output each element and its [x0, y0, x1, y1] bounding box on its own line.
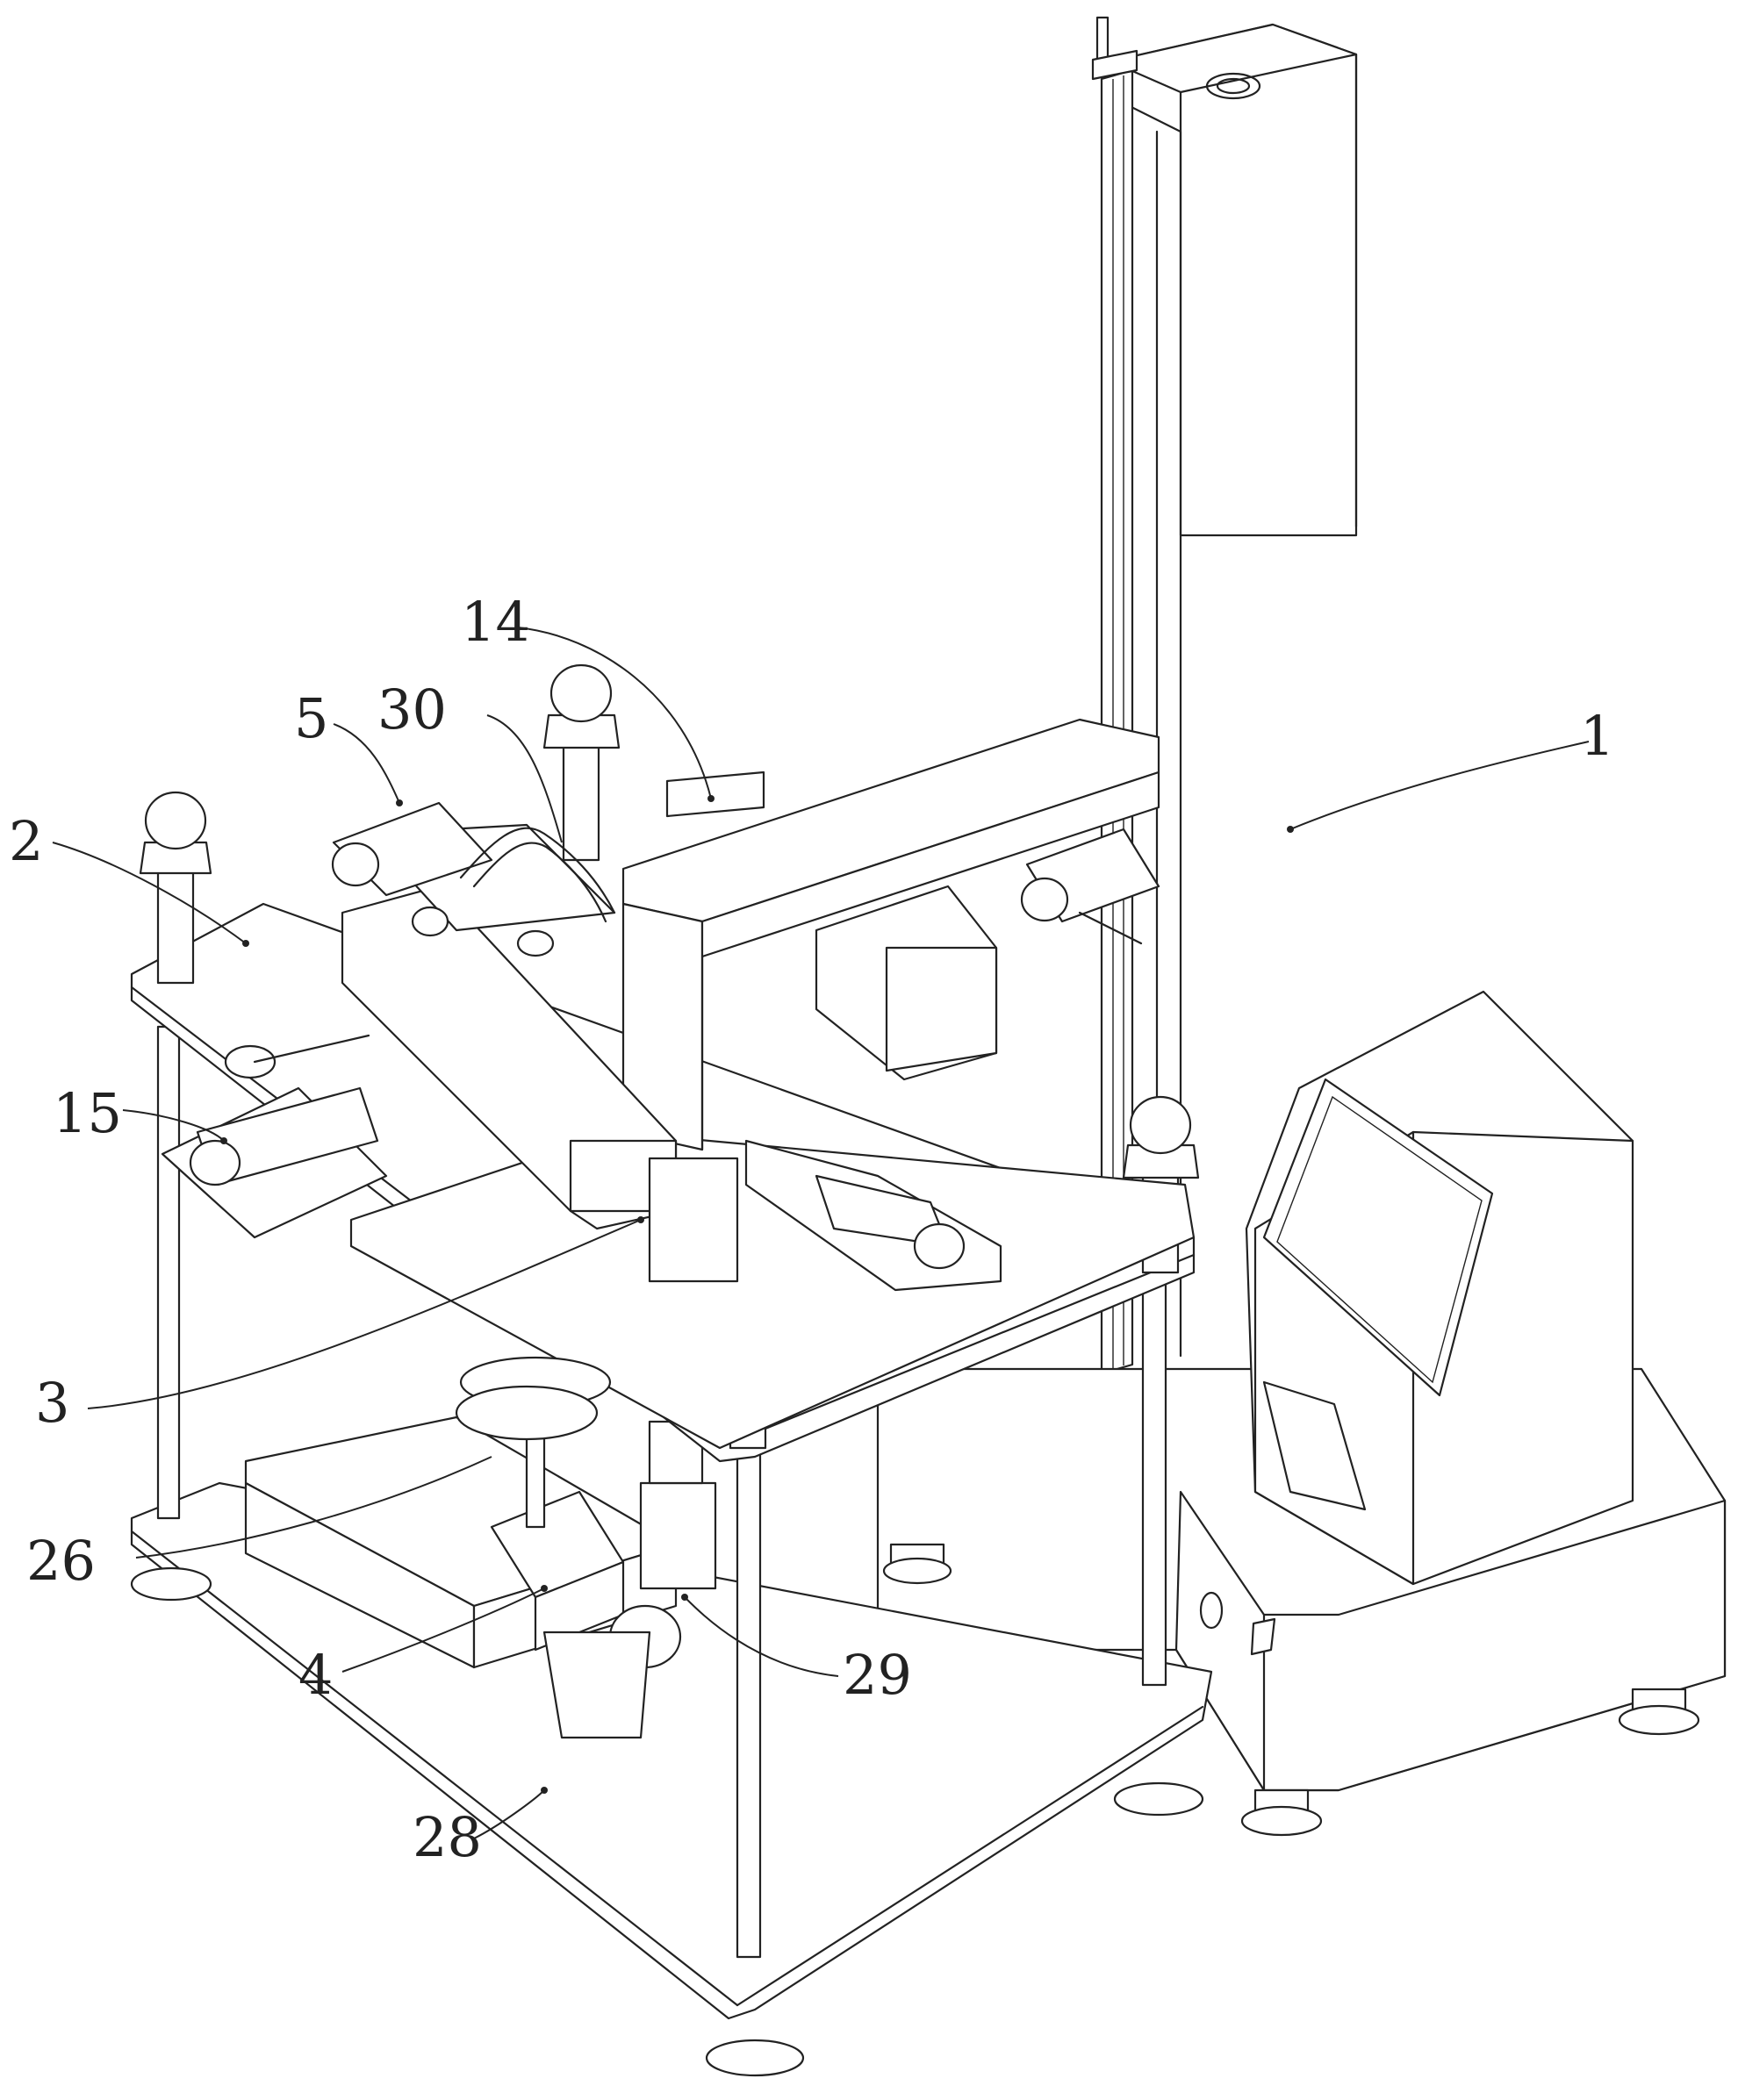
top-screw: [139, 791, 212, 985]
hose-fitting: [459, 827, 616, 957]
callout-28: 28: [413, 1805, 482, 1869]
top-screw: [542, 663, 621, 862]
corner-post: [156, 1025, 181, 1520]
horizontal-arm: [621, 718, 1160, 1151]
callout-15: 15: [53, 1081, 122, 1145]
corner-post: [1141, 1227, 1167, 1687]
base-foot: [705, 2039, 805, 2077]
cabinet-foot: [882, 1543, 952, 1585]
callout-3: 3: [35, 1371, 69, 1435]
left-motor-cylinder: [161, 1034, 388, 1239]
callout-14: 14: [461, 590, 530, 654]
right-motor-cylinder: [744, 1139, 1002, 1292]
rear-right-motor: [1020, 828, 1160, 945]
callout-29: 29: [843, 1643, 912, 1707]
base-foot: [130, 1566, 212, 1602]
callout-5: 5: [294, 686, 328, 750]
top-left-motor: [331, 801, 493, 937]
control-cabinet: [876, 990, 1727, 1837]
callout-2: 2: [9, 809, 43, 873]
callout-1: 1: [1580, 704, 1614, 768]
callout-4: 4: [298, 1643, 333, 1707]
corner-post: [736, 1446, 762, 1959]
pump-assembly: [490, 1420, 717, 1739]
leader-lines: [52, 627, 1590, 1839]
callout-30: 30: [377, 677, 447, 742]
right-test-head: [815, 885, 998, 1081]
leader-dots: [220, 795, 1294, 1794]
cabinet-foot: [1618, 1688, 1700, 1736]
cabinet-foot: [1240, 1788, 1323, 1837]
base-foot: [1113, 1781, 1204, 1817]
callout-26: 26: [26, 1529, 96, 1593]
rotary-disc: [455, 1385, 599, 1441]
